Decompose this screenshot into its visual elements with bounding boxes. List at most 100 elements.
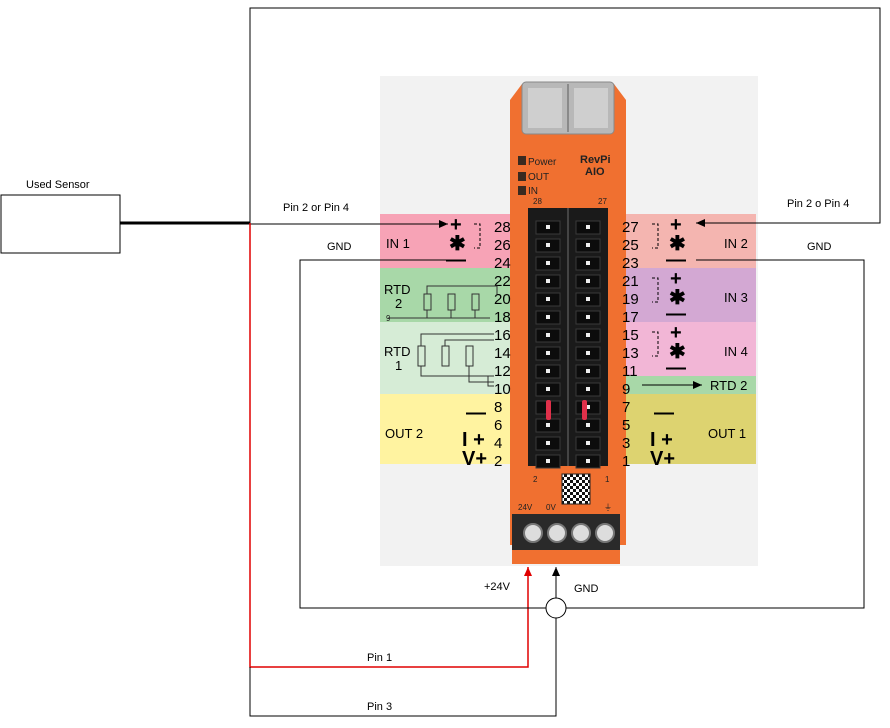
pin-label-11: 11 [622,363,638,380]
pin-label-26: 26 [494,237,511,254]
connector-pin-dot [586,243,590,247]
block-label-out2: OUT 2 [385,426,423,441]
wire-label-24v: +24V [484,581,511,593]
pin-label-4: 4 [494,435,502,452]
pin-label-17: 17 [622,309,639,326]
connector-pin-dot [546,315,550,319]
pin-label-20: 20 [494,291,511,308]
power-led [518,156,526,165]
connector-pin-dot [546,297,550,301]
out2-i-plus-symbol: I + [462,429,485,451]
block-label-in2: IN 2 [724,236,748,251]
block-label-rtd1-sub: 1 [395,358,402,373]
in3-star-symbol: ✱ [669,287,686,309]
pin-label-5: 5 [622,417,630,434]
datamatrix-code [561,473,591,505]
in1-star-symbol: ✱ [449,233,466,255]
power-label-0v: 0V [546,503,556,512]
block-in4 [608,322,756,376]
wire-pin3 [249,618,557,717]
connector-pin-dot [586,315,590,319]
block-label-rtd2-sub: 2 [395,296,402,311]
wire-gnd-right-pin23 [566,259,865,609]
pin-label-25: 25 [622,237,639,254]
led-label-out: OUT [528,172,549,183]
pin-label-18: 18 [494,309,511,326]
connector-pin-dot [586,441,590,445]
in4-plus-symbol: + [670,322,682,344]
housing-bottom [512,550,620,564]
device-model: AIO [585,166,605,178]
pin-label-9: 9 [622,381,630,398]
wire-label-gnd-bottom: GND [574,583,599,595]
header-num-right: 27 [598,197,607,206]
pin-label-6: 6 [494,417,502,434]
pin-label-1: 1 [622,453,630,470]
connector-pin-holes [535,220,601,469]
block-label-rtd2: RTD [384,282,410,297]
connector-pin-dot [546,261,550,265]
pin-label-12: 12 [494,363,511,380]
connector-pin-dot [546,369,550,373]
pin-label-3: 3 [622,435,630,452]
out1-v-plus-symbol: V+ [650,448,675,470]
out1-i-plus-symbol: I + [650,429,673,451]
connector-pin-dot [586,405,590,409]
footer-num-left: 2 [533,475,538,484]
out2-v-plus-symbol: V+ [462,448,487,470]
connector-pin-dot [546,243,550,247]
in2-plus-symbol: + [670,214,682,236]
used-sensor-label: Used Sensor [26,179,90,191]
header-num-left: 28 [533,197,542,206]
block-label-out1: OUT 1 [708,426,746,441]
connector-pin-dot [586,297,590,301]
in3-plus-symbol: + [670,268,682,290]
connector-pin-dot [586,387,590,391]
pin-label-10: 10 [494,381,511,398]
connector-pin-dot [586,351,590,355]
pin-label-22: 22 [494,273,511,290]
power-label-24v: 24V [518,503,533,512]
pin-label-27: 27 [622,219,639,236]
device-brand: RevPi [580,154,611,166]
pin-label-2: 2 [494,453,502,470]
in1-minus-symbol: — [446,249,466,271]
pin-label-28: 28 [494,219,511,236]
rtd1-resistor-sketch [417,333,494,387]
pin-label-21: 21 [622,273,639,290]
connector-pin-dot [546,333,550,337]
led-label-in: IN [528,186,538,197]
terminal-screws [523,523,615,543]
connector-pin-dot [546,225,550,229]
block-out1 [608,394,756,464]
connector-pin-dot [586,333,590,337]
ground-symbol-icon: ⏚ [604,503,612,512]
pin-label-16: 16 [494,327,511,344]
rtd2-resistor-sketch [388,285,498,319]
in4-star-symbol: ✱ [669,341,686,363]
wire-label-gnd-right: GND [807,241,832,253]
in2-minus-symbol: — [666,249,686,271]
pin-label-19: 19 [622,291,639,308]
footer-num-right: 1 [605,475,610,484]
block-in3 [608,268,756,322]
block-label-in4: IN 4 [724,344,748,359]
pin-label-23: 23 [622,255,639,272]
used-sensor-box [0,194,121,254]
out1-minus-symbol: — [654,402,674,424]
pin-label-7: 7 [622,399,630,416]
wire-label-pin3: Pin 3 [367,701,392,713]
pin-label-13: 13 [622,345,639,362]
connector-pin-dot [586,279,590,283]
in4-minus-symbol: — [666,357,686,379]
out2-minus-symbol: — [466,402,486,424]
wire-pin1-24v [249,223,532,668]
connector-pin-dot [546,441,550,445]
block-label-rtd2-right: RTD 2 [710,378,747,393]
in3-minus-symbol: — [666,303,686,325]
out-led [518,172,526,181]
connector-pin-dot [546,387,550,391]
connector-pin-dot [546,279,550,283]
